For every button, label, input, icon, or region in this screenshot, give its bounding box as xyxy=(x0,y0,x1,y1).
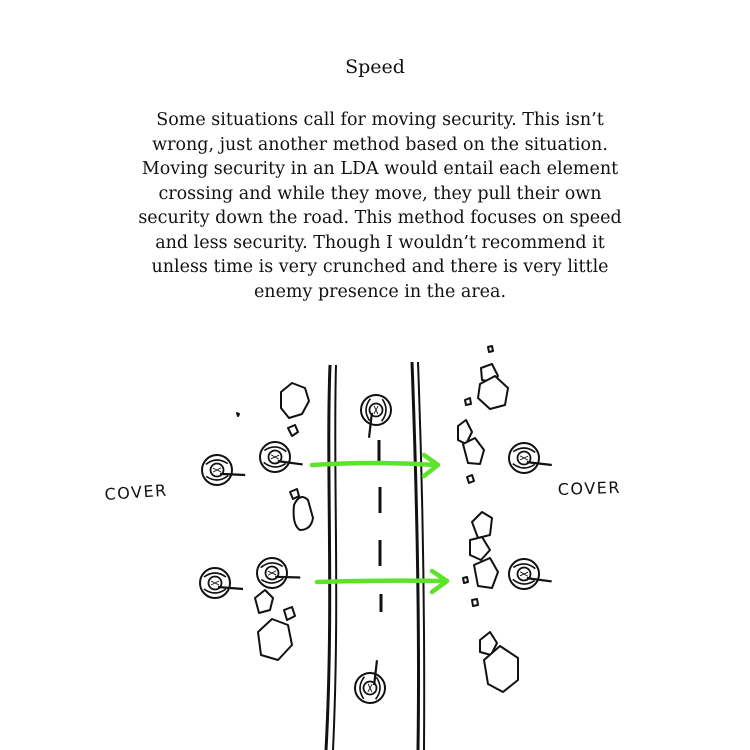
rock-icon xyxy=(257,618,293,661)
soldier-icon xyxy=(507,441,554,476)
soldier-icon xyxy=(258,440,305,475)
cover-label-left: COVER xyxy=(104,481,168,504)
rocks xyxy=(236,345,519,693)
body-text: Some situations call for moving security… xyxy=(138,110,622,302)
movement-arrow xyxy=(429,568,450,595)
road xyxy=(324,361,426,750)
rock-icon xyxy=(236,412,240,417)
rock-icon xyxy=(462,576,469,584)
soldier-icon xyxy=(507,557,554,592)
rock-icon xyxy=(283,606,296,621)
movement-arrow xyxy=(421,452,441,479)
movement-arrow xyxy=(309,460,439,468)
movement-arrows xyxy=(309,452,450,595)
rock-icon xyxy=(487,345,494,353)
soldier-icon xyxy=(353,658,388,705)
soldier-icon xyxy=(198,566,245,600)
rock-icon xyxy=(471,598,479,607)
rock-icon xyxy=(469,536,491,561)
soldier-icon xyxy=(200,452,247,487)
rock-icon xyxy=(479,631,498,656)
rock-icon xyxy=(280,382,310,419)
rock-icon xyxy=(473,557,499,589)
soldier-icon xyxy=(358,393,393,440)
rock-icon xyxy=(254,589,274,614)
page-title: Speed xyxy=(345,56,405,78)
cover-label-right: COVER xyxy=(557,478,621,499)
rock-icon xyxy=(464,397,472,406)
soldier-icon xyxy=(255,555,302,590)
rock-icon xyxy=(287,424,299,437)
rock-icon xyxy=(477,375,509,410)
rock-icon xyxy=(466,474,475,484)
rock-icon xyxy=(483,645,519,693)
rock-icon xyxy=(292,495,314,531)
rock-icon xyxy=(471,511,493,539)
rock-icon xyxy=(462,437,485,465)
movement-arrow xyxy=(314,578,449,585)
rock-icon xyxy=(289,488,300,500)
rock-icon xyxy=(457,419,473,445)
